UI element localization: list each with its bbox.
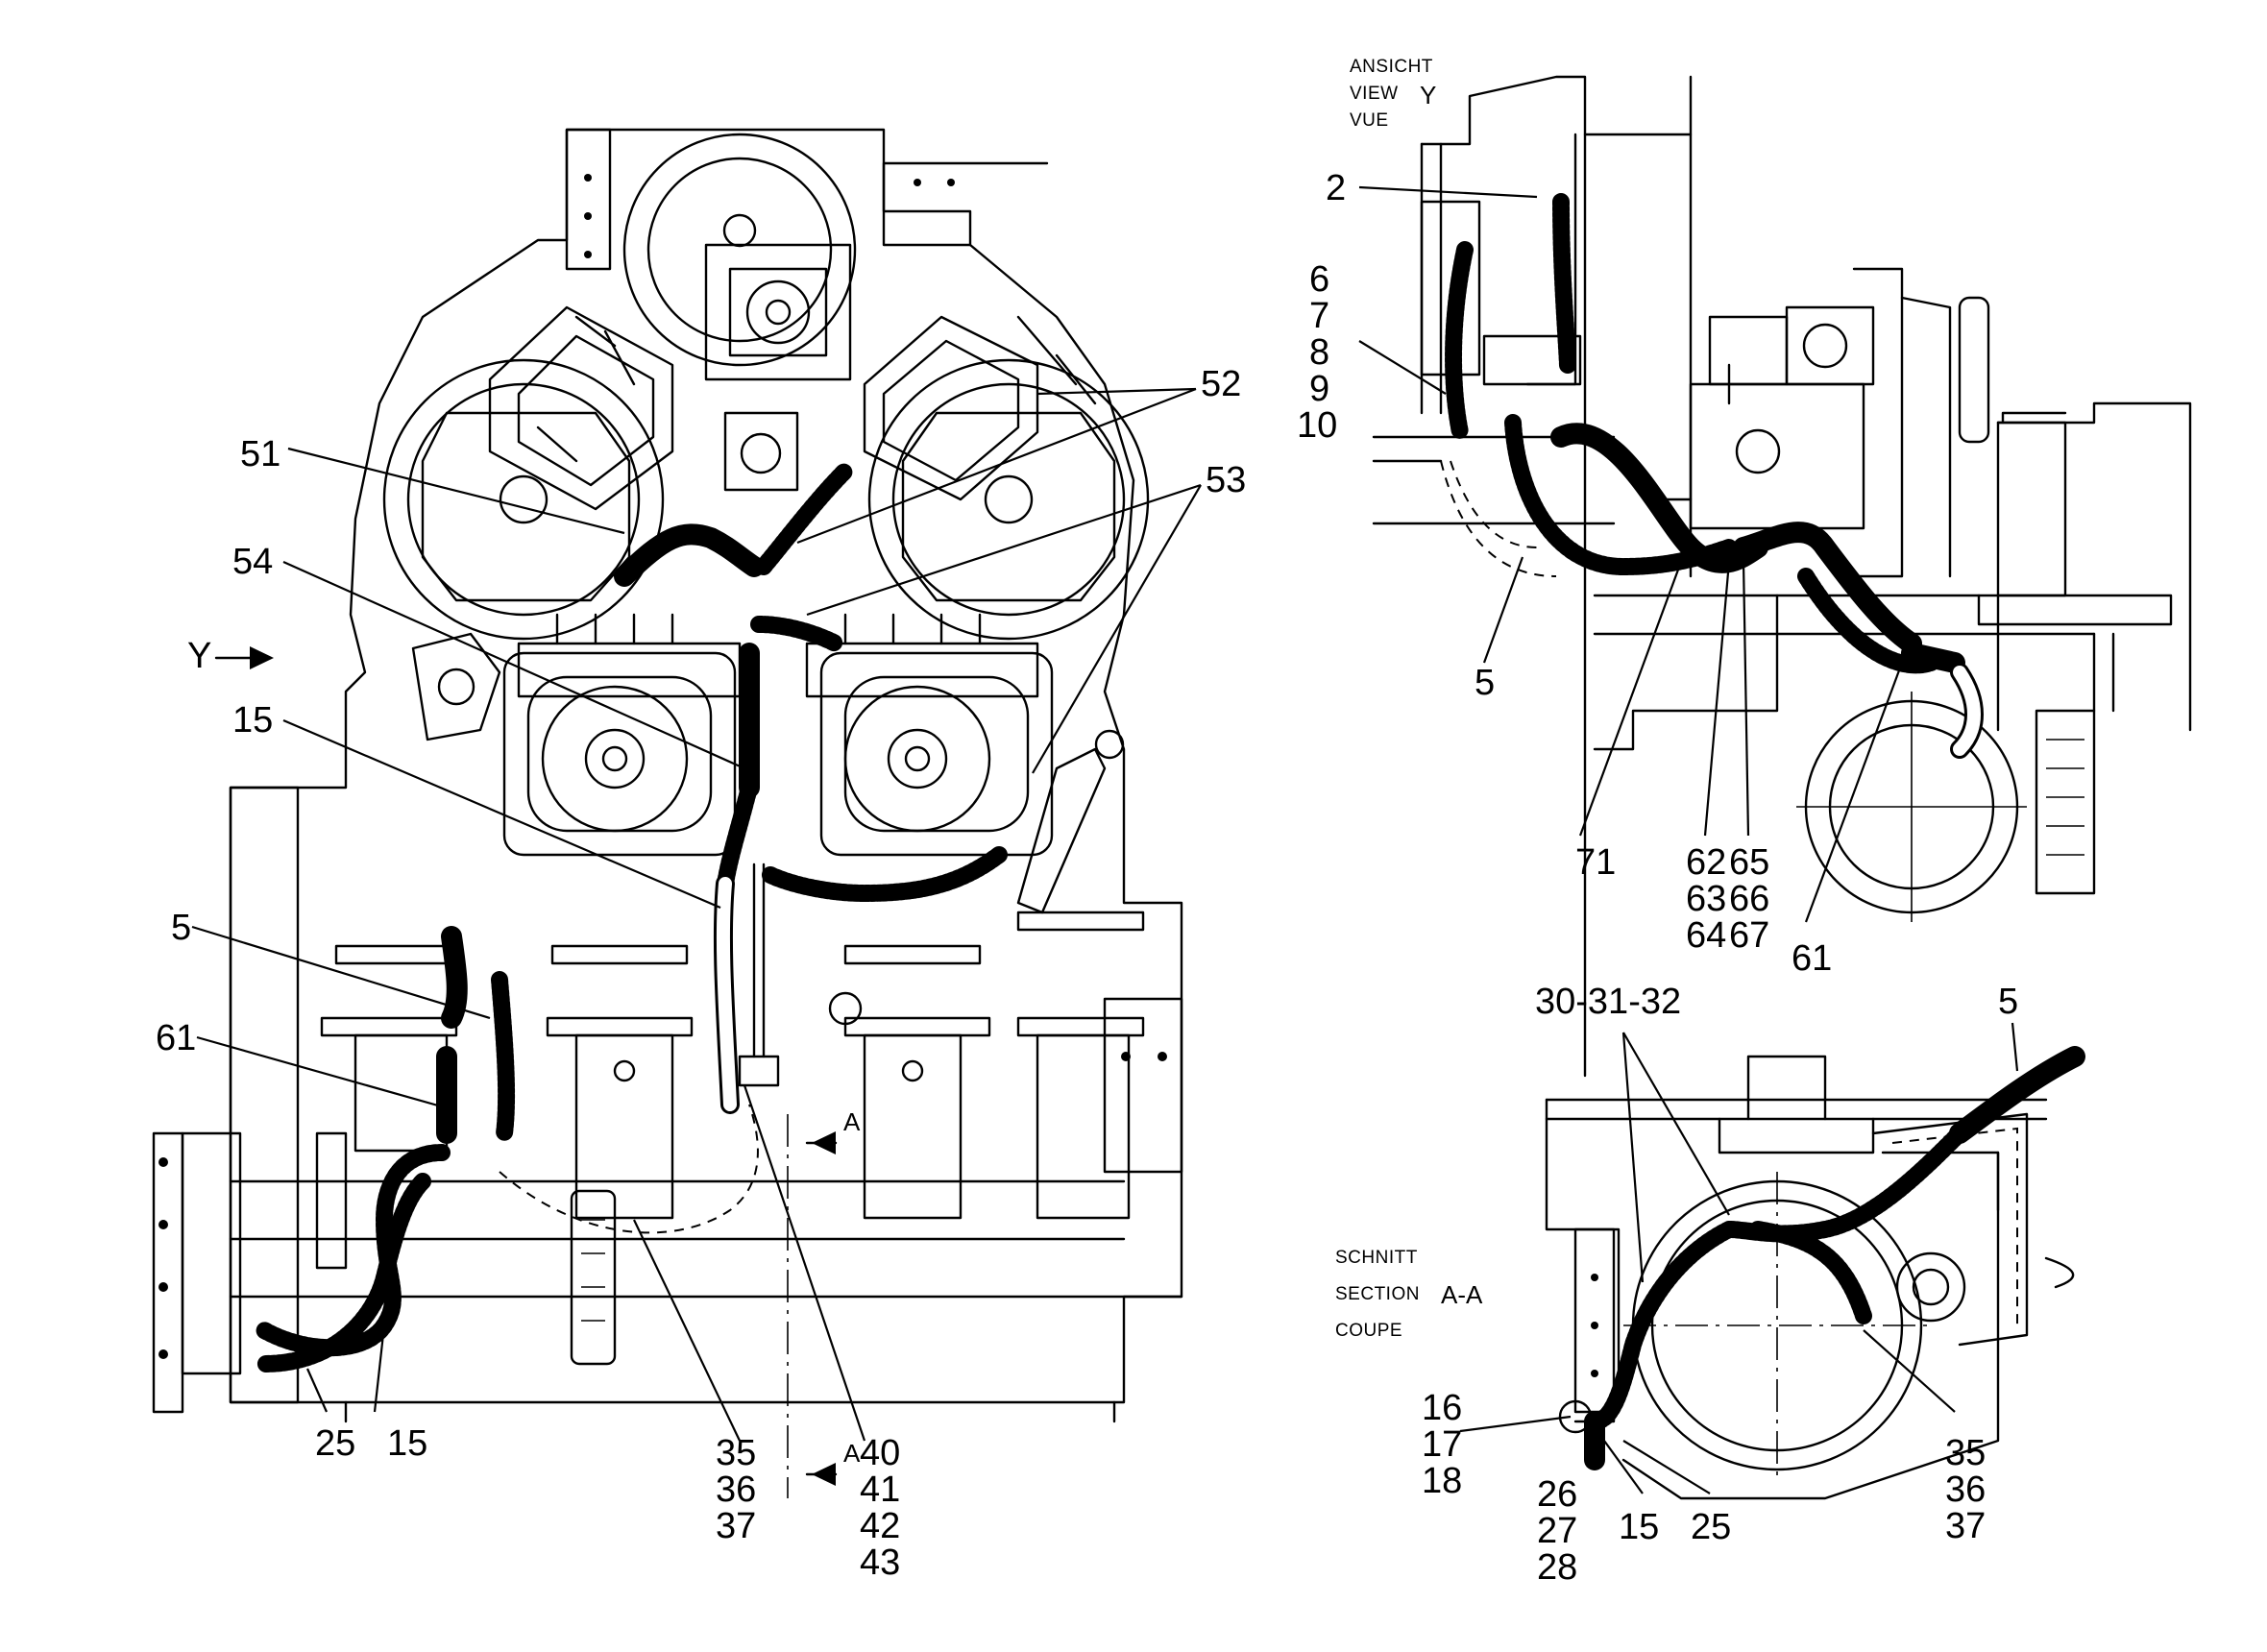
callout-51: 51 xyxy=(240,434,280,474)
view-y-marker: Y xyxy=(187,636,211,676)
callout-15-upper: 15 xyxy=(232,700,273,741)
section-caption-1: SCHNITT xyxy=(1335,1248,1418,1268)
callout-30-31-32: 30-31-32 xyxy=(1535,982,1681,1022)
callout-17: 17 xyxy=(1422,1424,1462,1465)
callout-64: 64 xyxy=(1686,915,1726,956)
callout-10: 10 xyxy=(1297,405,1337,446)
view-y-caption-3: VUE xyxy=(1350,110,1389,131)
callout-42: 42 xyxy=(860,1506,900,1546)
view-y-letter: Y xyxy=(1420,81,1436,109)
view-y-detail: ANSICHT VIEW VUE Y xyxy=(1297,57,2192,1078)
callout-6: 6 xyxy=(1309,259,1329,300)
callout-71: 71 xyxy=(1575,842,1616,883)
callout-26: 26 xyxy=(1537,1474,1577,1515)
callout-35: 35 xyxy=(716,1433,756,1473)
callout-25: 25 xyxy=(315,1423,355,1464)
callout-63: 63 xyxy=(1686,879,1726,919)
callout-35-section: 35 xyxy=(1945,1433,1986,1473)
section-a-arrows: A A xyxy=(805,1107,861,1486)
callout-37-section: 37 xyxy=(1945,1506,1986,1546)
callout-28: 28 xyxy=(1537,1547,1577,1588)
callout-66: 66 xyxy=(1729,879,1769,919)
callout-5-section: 5 xyxy=(1998,982,2018,1022)
callout-40: 40 xyxy=(860,1433,900,1473)
main-front-view xyxy=(152,128,1183,1498)
section-caption-2: SECTION xyxy=(1335,1284,1420,1304)
main-leaders xyxy=(191,387,1202,1442)
callout-8: 8 xyxy=(1309,332,1329,373)
section-letters: A-A xyxy=(1441,1280,1483,1309)
view-y-caption-1: ANSICHT xyxy=(1350,57,1433,77)
callout-62: 62 xyxy=(1686,842,1726,883)
callout-43: 43 xyxy=(860,1543,900,1583)
callout-27: 27 xyxy=(1537,1511,1577,1551)
callout-15-lower: 15 xyxy=(387,1423,427,1464)
callout-36: 36 xyxy=(716,1470,756,1510)
callout-5: 5 xyxy=(171,908,191,948)
section-caption-3: COUPE xyxy=(1335,1321,1402,1341)
callout-9: 9 xyxy=(1309,369,1329,409)
callout-65: 65 xyxy=(1729,842,1769,883)
section-a-marker-bottom: A xyxy=(843,1439,861,1468)
callout-16: 16 xyxy=(1422,1388,1462,1428)
main-callouts: 51 52 53 54 15 5 61 25 15 35 36 37 40 41… xyxy=(156,364,1246,1583)
view-y-caption-2: VIEW xyxy=(1350,84,1399,104)
callout-36-section: 36 xyxy=(1945,1470,1986,1510)
callout-41: 41 xyxy=(860,1470,900,1510)
section-aa-detail: SCHNITT SECTION COUPE A-A xyxy=(1335,982,2085,1588)
callout-67: 67 xyxy=(1729,915,1769,956)
callout-37: 37 xyxy=(716,1506,756,1546)
callout-54: 54 xyxy=(232,542,273,582)
callout-61: 61 xyxy=(156,1018,196,1058)
callout-53: 53 xyxy=(1206,460,1246,500)
callout-5-view: 5 xyxy=(1475,663,1495,703)
callout-15-section: 15 xyxy=(1619,1507,1659,1547)
callout-2: 2 xyxy=(1326,168,1346,208)
callout-18: 18 xyxy=(1422,1461,1462,1501)
callout-52: 52 xyxy=(1201,364,1241,404)
view-y-arrow: Y xyxy=(187,636,274,676)
callout-61-view: 61 xyxy=(1792,938,1832,979)
callout-25-section: 25 xyxy=(1691,1507,1731,1547)
callout-7: 7 xyxy=(1309,296,1329,336)
section-a-marker-top: A xyxy=(843,1107,861,1136)
